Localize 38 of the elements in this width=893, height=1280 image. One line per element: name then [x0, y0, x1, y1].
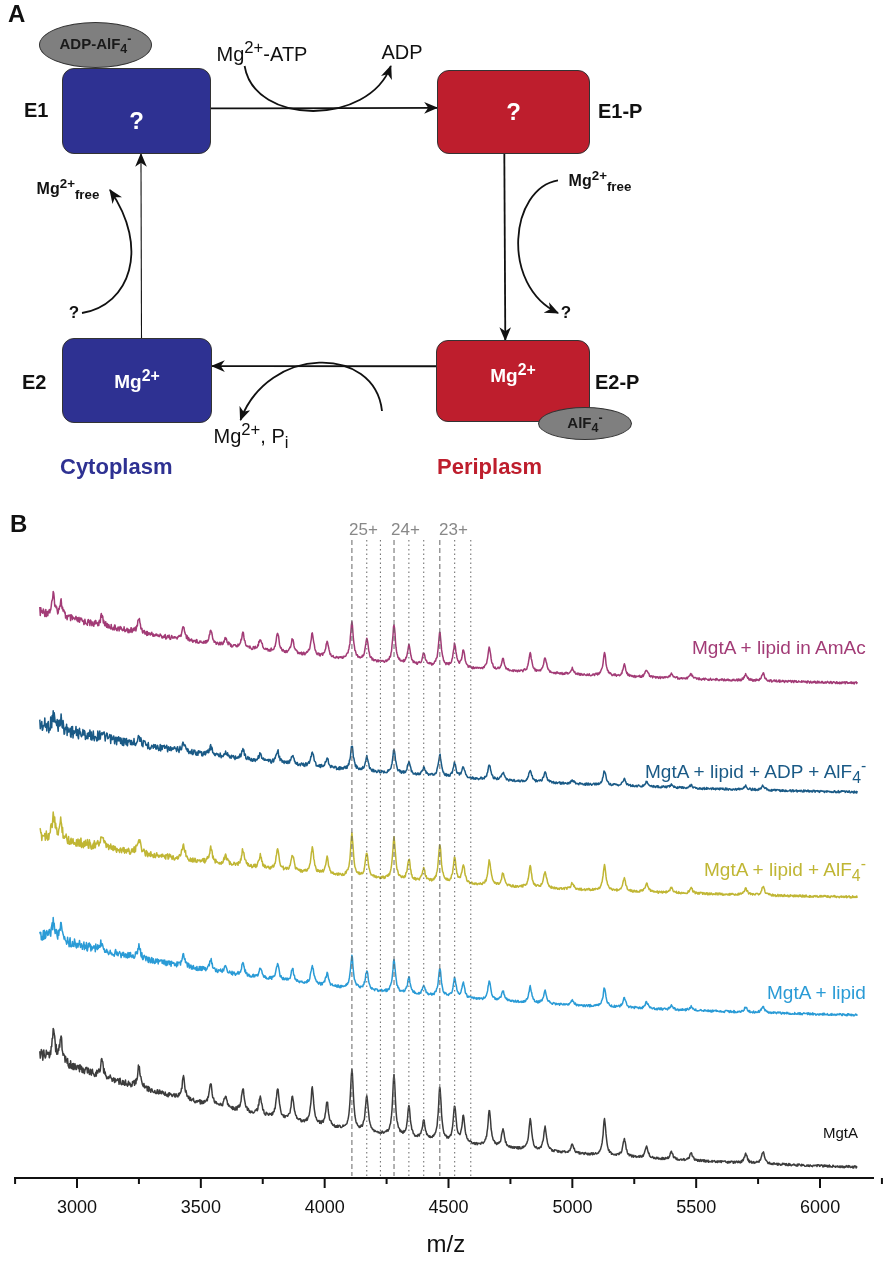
arrow [210, 360, 437, 372]
arrow [135, 152, 147, 339]
species-label: ? [66, 302, 82, 324]
axis-tick-label: 6000 [800, 1198, 841, 1216]
curved-arrow [239, 361, 383, 422]
arrow [499, 153, 512, 342]
state-label: E1-P [598, 101, 643, 121]
axis-tick-label: 3000 [57, 1198, 98, 1216]
axis-title: m/z [426, 1232, 466, 1256]
protein-state-box: ? [62, 68, 211, 154]
curved-arrow [517, 179, 559, 314]
state-label: E1 [24, 100, 49, 120]
arrow [210, 102, 439, 114]
curved-arrow [243, 64, 392, 112]
compartment-label: Cytoplasm [60, 456, 173, 478]
compartment-label: Periplasm [437, 456, 543, 478]
panel-letter: B [10, 512, 28, 536]
state-label: E2-P [595, 372, 640, 392]
charge-state-label: 25+ [349, 521, 378, 538]
spectrum-label: MgtA + lipid in AmAc [692, 638, 866, 657]
charge-state-label: 24+ [391, 521, 420, 538]
state-label: E2 [22, 372, 47, 392]
panel-letter: A [8, 2, 26, 26]
axis-tick-label: 4500 [428, 1198, 469, 1216]
axis-tick-label: 3500 [180, 1198, 221, 1216]
species-label: Mg$^{2+}$-ATP [204, 38, 320, 66]
species-label: Mg$^{2+}$, P$_{i}$ [216, 420, 286, 452]
spectrum-label: MgtA [823, 1125, 858, 1140]
spectrum-label: MgtA + lipid [767, 983, 866, 1002]
species-label: ? [558, 302, 574, 324]
protein-state-box: Mg$^{2+}$ [62, 338, 212, 423]
axis-tick-label: 5500 [676, 1198, 717, 1216]
charge-state-label: 23+ [439, 521, 468, 538]
species-label: ADP [374, 38, 430, 66]
axis-tick-label: 5000 [552, 1198, 593, 1216]
curved-arrow [81, 189, 133, 314]
axis-tick-label: 4000 [304, 1198, 345, 1216]
protein-state-box: ? [437, 70, 590, 154]
